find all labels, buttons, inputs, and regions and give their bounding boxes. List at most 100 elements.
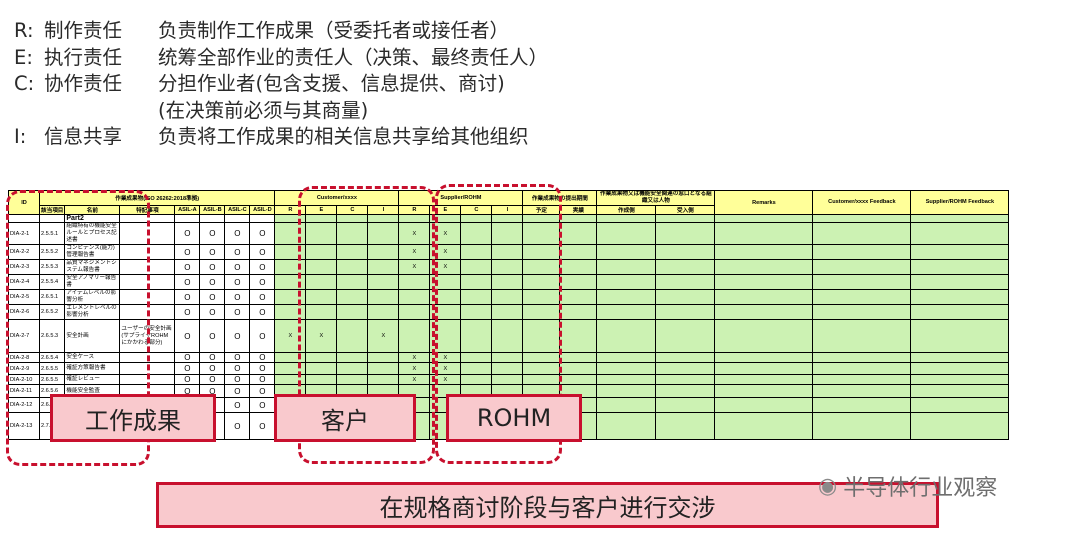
table-cell	[596, 289, 657, 305]
table-cell	[714, 259, 814, 275]
supplier-raci-cell	[460, 374, 493, 385]
customer-raci-cell	[274, 222, 307, 245]
customer-raci-cell	[305, 244, 338, 260]
row-clause: 2.5.5.2	[38, 244, 66, 260]
customer-raci-cell	[274, 289, 307, 305]
row-name: 安全ケース	[64, 352, 121, 363]
col-header-org-sub: 受入側	[655, 205, 716, 215]
supplier-raci-cell	[429, 319, 462, 353]
row-note	[119, 289, 176, 305]
col-header-raci: E	[429, 205, 462, 215]
table-cell	[655, 384, 716, 398]
asil-mark: O	[249, 304, 276, 320]
negotiation-banner: 在规格商讨阶段与客户进行交涉	[156, 482, 939, 528]
supplier-raci-cell: X	[429, 259, 462, 275]
table-cell	[714, 274, 814, 290]
customer-raci-cell	[274, 259, 307, 275]
asil-mark: O	[224, 289, 251, 305]
supplier-raci-cell	[398, 304, 431, 320]
table-cell	[174, 214, 201, 223]
supplier-raci-cell	[460, 352, 493, 363]
asil-mark: O	[174, 244, 201, 260]
customer-raci-cell	[336, 352, 369, 363]
table-cell	[714, 397, 814, 413]
supplier-raci-cell	[491, 274, 524, 290]
supplier-raci-cell: X	[429, 352, 462, 363]
table-cell	[429, 214, 462, 223]
row-name: 品質マネジメントシステム報告書	[64, 259, 121, 275]
table-cell	[812, 319, 912, 353]
asil-mark: O	[199, 274, 226, 290]
customer-raci-cell	[305, 289, 338, 305]
row-note	[119, 222, 176, 245]
rohm-callout-label: ROHM	[476, 404, 552, 432]
col-header-id: ID	[8, 190, 40, 215]
customer-callout: 客户	[274, 394, 416, 442]
customer-raci-cell	[336, 259, 369, 275]
customer-raci-cell: X	[305, 319, 338, 353]
table-cell	[596, 259, 657, 275]
supplier-raci-cell	[491, 244, 524, 260]
col-header-raci: R	[274, 205, 307, 215]
customer-raci-cell	[336, 274, 369, 290]
col-header-raci: C	[460, 205, 493, 215]
table-cell	[655, 259, 716, 275]
row-clause: 2.5.5.1	[38, 222, 66, 245]
row-clause: 2.6.5.5	[38, 374, 66, 385]
table-cell	[910, 259, 1010, 275]
asil-mark: O	[249, 362, 276, 375]
col-header-customer-feedback: Customer/xxxx Feedback	[812, 190, 912, 215]
table-cell	[460, 214, 493, 223]
row-id: DIA-2-13	[8, 412, 40, 440]
table-cell	[812, 412, 912, 440]
col-header-raci: C	[336, 205, 369, 215]
table-cell	[559, 362, 598, 375]
table-cell	[522, 259, 561, 275]
table-cell	[38, 214, 66, 223]
asil-mark: O	[224, 412, 251, 440]
table-cell	[812, 384, 912, 398]
table-cell	[714, 352, 814, 363]
table-cell	[910, 289, 1010, 305]
table-cell	[398, 214, 431, 223]
supplier-raci-cell	[460, 362, 493, 375]
row-id: DIA-2-11	[8, 384, 40, 398]
customer-raci-cell: X	[367, 319, 400, 353]
legend-line: R:制作责任负责制作工作成果（受委托者或接任者）	[14, 18, 548, 45]
table-cell	[224, 214, 251, 223]
table-cell	[910, 374, 1010, 385]
row-note	[119, 374, 176, 385]
legend-line: E:执行责任统筹全部作业的责任人（决策、最终责任人）	[14, 45, 548, 72]
table-cell	[655, 319, 716, 353]
col-header-asil: ASIL-B	[199, 205, 226, 215]
table-cell	[812, 259, 912, 275]
table-cell	[199, 214, 226, 223]
supplier-raci-cell	[429, 304, 462, 320]
row-name: 安全計画	[64, 319, 121, 353]
col-header-asil: ASIL-A	[174, 205, 201, 215]
legend-role: 信息共享	[44, 125, 123, 148]
table-cell	[559, 374, 598, 385]
table-cell	[714, 384, 814, 398]
col-header-period-sub: 実績	[559, 205, 598, 215]
asil-mark: O	[224, 319, 251, 353]
table-cell	[655, 304, 716, 320]
col-header-asil: ASIL-D	[249, 205, 276, 215]
customer-raci-cell	[367, 244, 400, 260]
row-note	[119, 274, 176, 290]
asil-mark: O	[174, 319, 201, 353]
table-cell	[596, 214, 657, 223]
legend-role: 执行责任	[44, 45, 123, 69]
asil-mark: O	[249, 222, 276, 245]
asil-mark: O	[224, 274, 251, 290]
table-cell	[714, 319, 814, 353]
supplier-raci-cell: X	[398, 374, 431, 385]
asil-mark: O	[174, 259, 201, 275]
table-cell	[910, 352, 1010, 363]
wechat-icon: ◉	[818, 473, 838, 499]
col-header-raci: I	[367, 205, 400, 215]
table-cell	[596, 244, 657, 260]
col-header-org-sub: 作成側	[596, 205, 657, 215]
